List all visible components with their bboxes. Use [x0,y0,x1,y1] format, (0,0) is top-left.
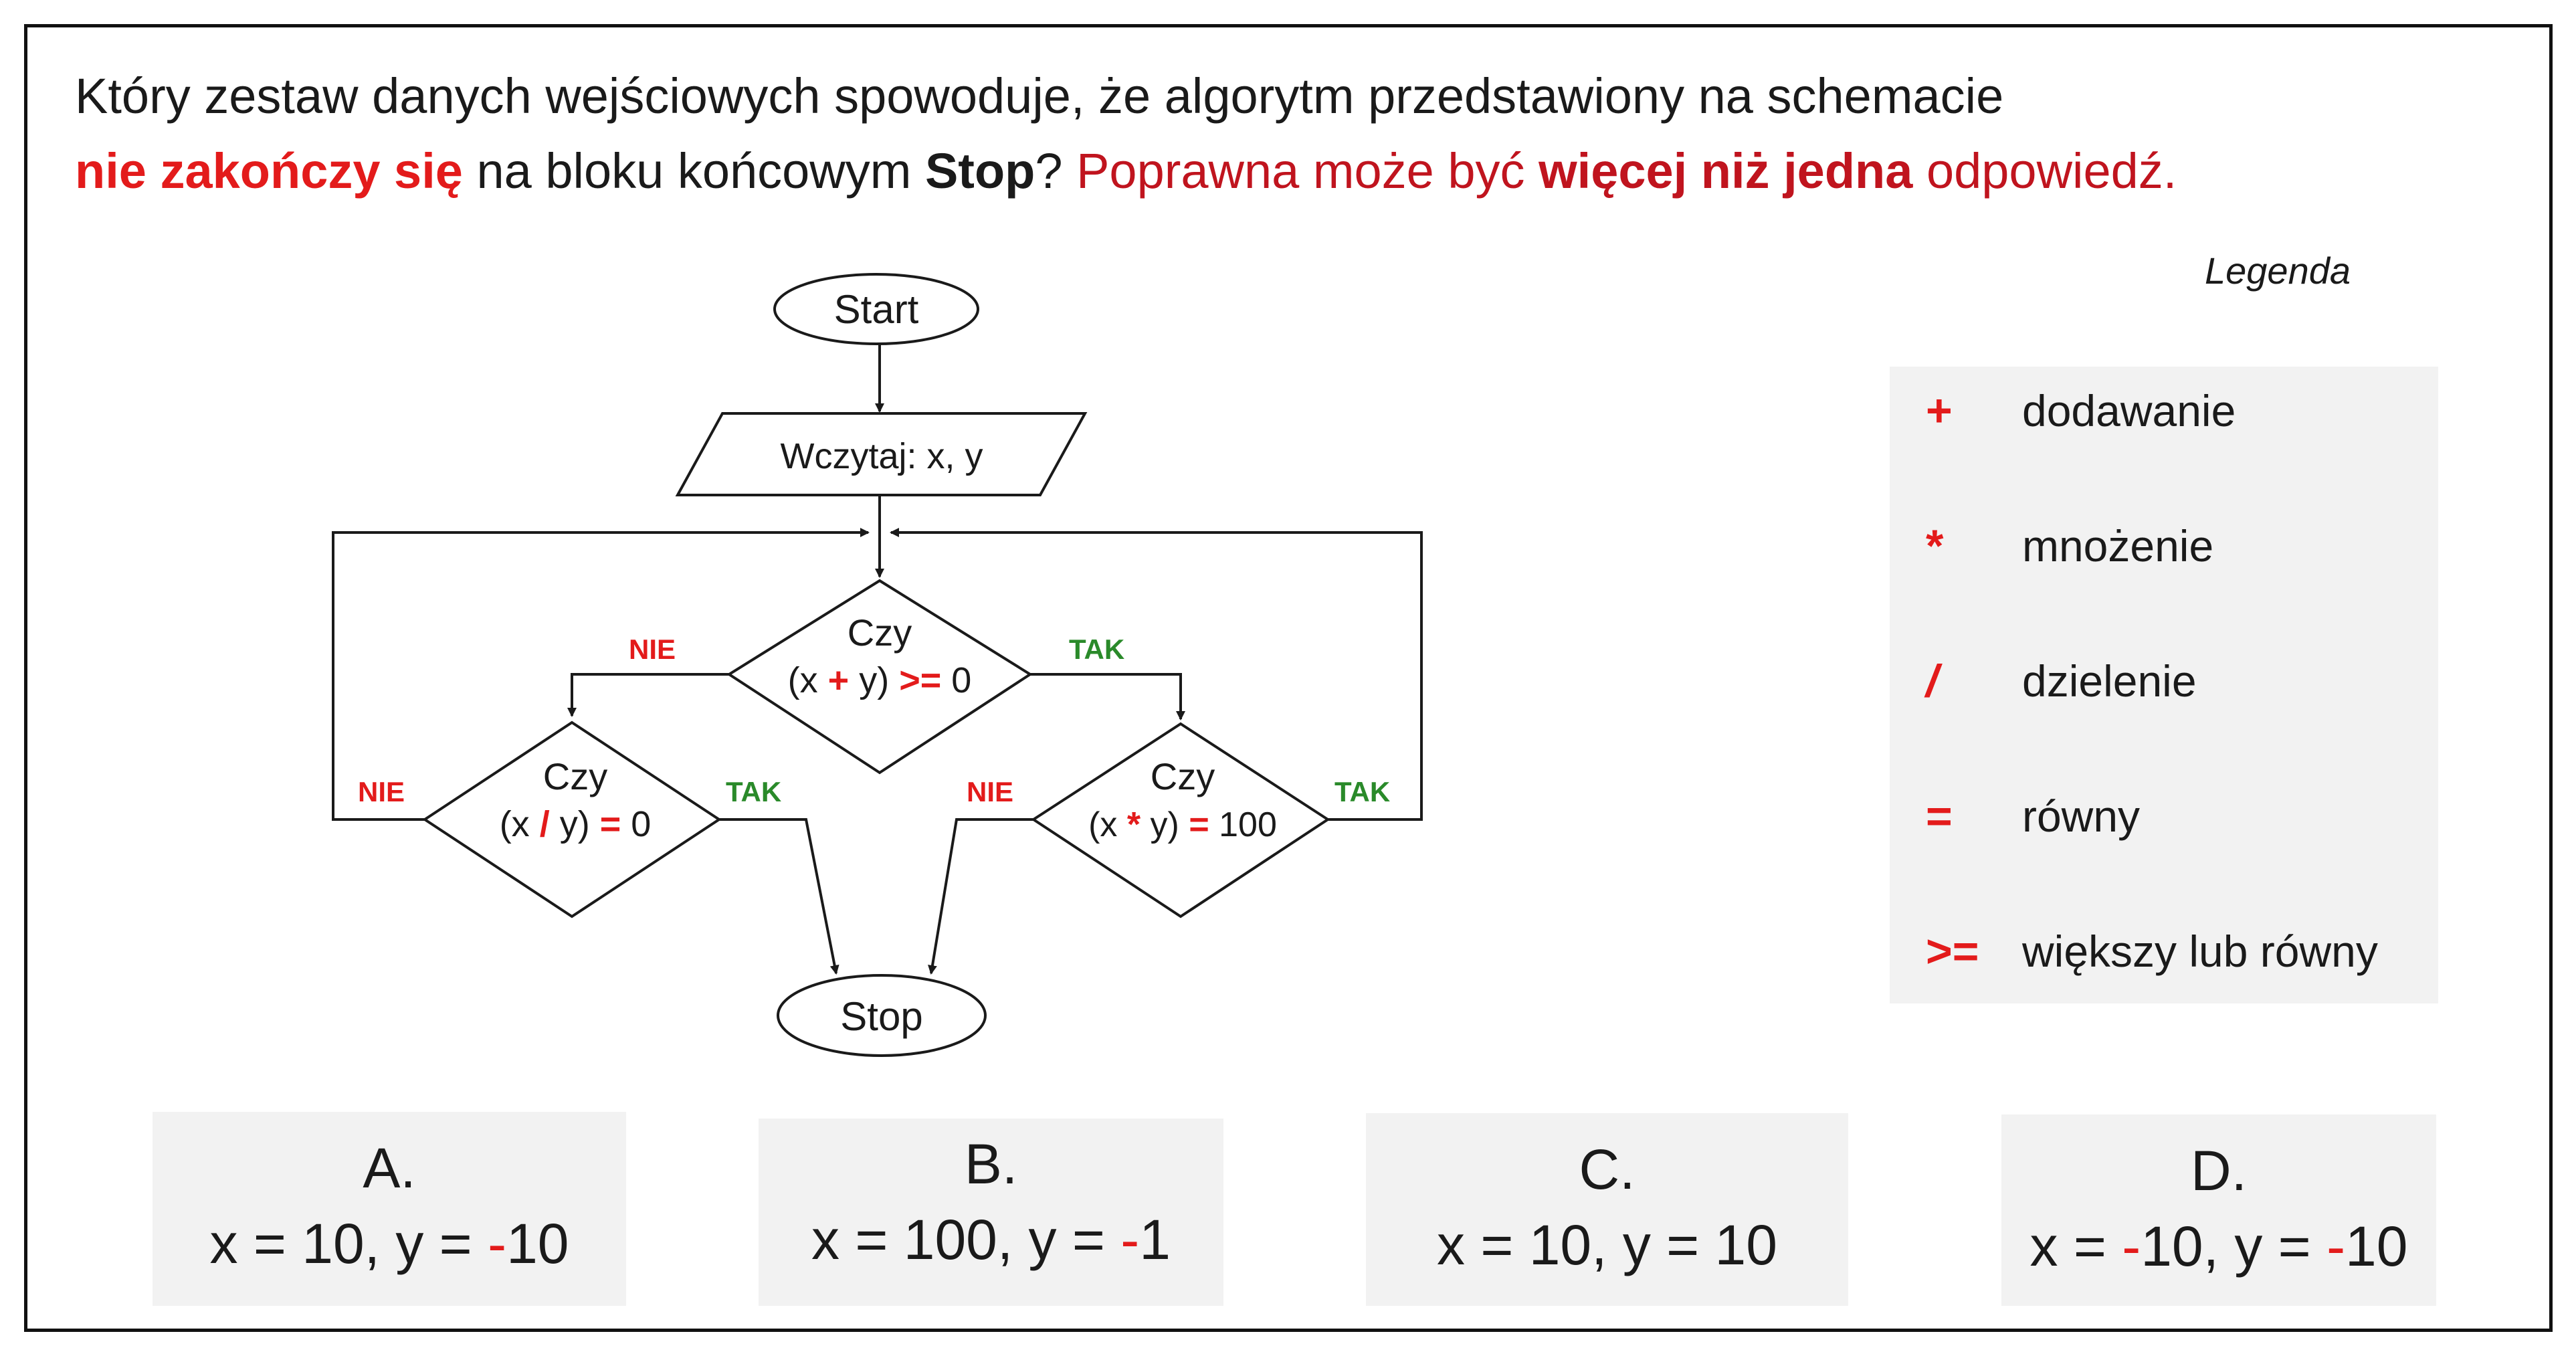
label-d1-tak: TAK [1069,634,1124,665]
legend-item-divide: / dzielenie [1890,641,2438,721]
legend-symbol: * [1926,520,1944,571]
arrow-d2-nie-loop [332,528,870,821]
label-d2-tak: TAK [726,776,781,807]
question-line-1: Który zestaw danych wejściowych spowoduj… [75,59,2483,134]
decision-product-condition: (x * y) = 100 [1088,805,1277,844]
arrow-d3-nie-stop [928,818,1033,975]
answer-values: x = 10, y = -10 [209,1212,569,1275]
question-note: Poprawna może być [1076,143,1539,199]
input-label: Wczytaj: x, y [780,436,983,476]
legend-symbol: / [1926,656,1939,706]
answer-option-a[interactable]: A. x = 10, y = -10 [153,1112,626,1306]
emphasis-wiecej-niz-jedna: więcej niż jedna [1539,143,1913,199]
label-d1-nie: NIE [629,634,676,665]
arrow-d1-nie [567,673,729,717]
label-d2-nie: NIE [358,776,405,807]
question-line-1-text: Który zestaw danych wejściowych spowoduj… [75,68,2004,124]
arrow-d2-tak-stop [719,818,839,975]
question-fragment: ? [1035,143,1077,199]
start-label: Start [834,287,919,332]
answer-option-c[interactable]: C. x = 10, y = 10 [1366,1113,1848,1306]
label-d3-tak: TAK [1334,776,1390,807]
decision-sum-czy: Czy [848,611,912,654]
legend-item-multiply: * mnożenie [1890,506,2438,586]
answer-letter: C. [1579,1138,1636,1201]
decision-div-condition: (x / y) = 0 [500,804,652,844]
answer-letter: D. [2191,1139,2247,1202]
decision-div [422,720,722,918]
answer-values: x = 10, y = 10 [1436,1213,1777,1276]
arrow-d1-tak [1030,673,1185,720]
answer-option-d[interactable]: D. x = -10, y = -10 [2001,1114,2436,1306]
emphasis-stop: Stop [924,143,1035,199]
legend-symbol: >= [1926,926,1979,977]
decision-product-czy: Czy [1151,755,1215,797]
legend-item-gte: >= większy lub równy [1890,911,2438,991]
decision-sum [726,579,1033,775]
decision-product [1031,722,1330,918]
legend-item-equal: = równy [1890,776,2438,856]
answer-letter: B. [964,1133,1018,1195]
legend-symbol: + [1926,385,1953,436]
legend-title: Legenda [2205,250,2351,292]
answer-option-b[interactable]: B. x = 100, y = -1 [759,1119,1223,1306]
question-fragment: na bloku końcowym [462,143,925,199]
input-block [675,412,1088,496]
answer-values: x = 100, y = -1 [811,1208,1171,1271]
decision-sum-condition: (x + y) >= 0 [788,660,972,700]
question-note-end: odpowiedź. [1912,143,2177,199]
stop-terminal [777,974,987,1057]
legend-label: równy [2022,791,2141,841]
legend-item-plus: + dodawanie [1890,371,2438,451]
label-d3-nie: NIE [967,776,1013,807]
legend-label: dzielenie [2022,656,2197,706]
emphasis-nie-zakonczy: nie zakończy się [75,143,463,199]
start-terminal [773,273,979,345]
legend-label: mnożenie [2022,521,2214,571]
question-line-2: nie zakończy się na bloku końcowym Stop?… [75,134,2483,209]
question-text: Który zestaw danych wejściowych spowoduj… [75,59,2483,209]
legend-panel: + dodawanie * mnożenie / dzielenie = rów… [1890,367,2438,1003]
stop-label: Stop [840,994,922,1039]
arrow-d3-tak-loop [890,528,1423,821]
legend-label: większy lub równy [2022,927,2378,976]
decision-div-czy: Czy [543,755,607,797]
legend-label: dodawanie [2022,386,2236,435]
legend-symbol: = [1926,791,1953,842]
question-frame [24,24,2553,1332]
answer-values: x = -10, y = -10 [2029,1215,2408,1278]
answer-letter: A. [363,1137,416,1199]
